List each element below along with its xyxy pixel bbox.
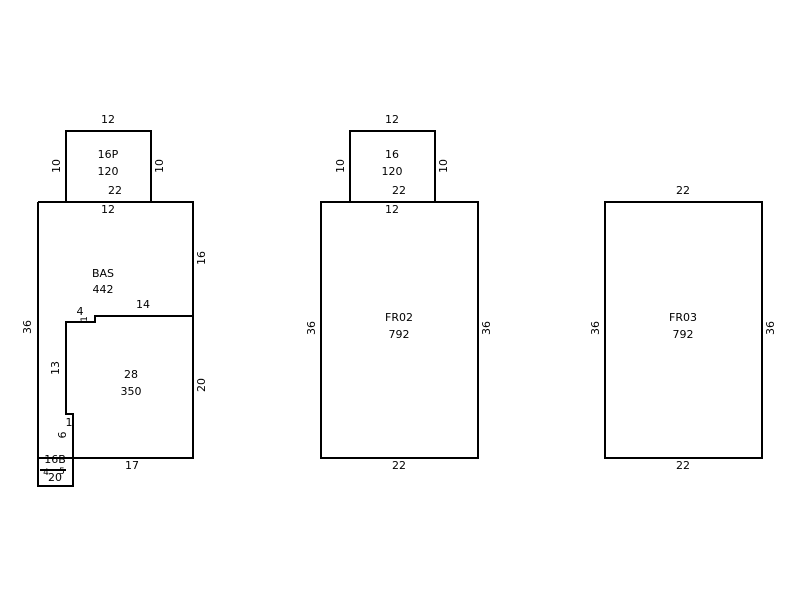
sub-area-28-outline [65, 315, 193, 458]
fr02-top-width-label: 12 [385, 203, 399, 216]
porch2-inner-label: 22 [392, 184, 406, 197]
sub-area-value: 350 [121, 385, 142, 398]
fr03-bottom-label: 22 [676, 459, 690, 472]
bas-outline [37, 201, 194, 459]
fr02-left-label: 36 [305, 321, 318, 335]
step-height-label: 1 [80, 316, 90, 322]
bas-code: BAS [92, 267, 114, 280]
fr03-top-label: 22 [676, 184, 690, 197]
fr03-right-label: 36 [764, 321, 777, 335]
porch-right-label: 10 [153, 159, 166, 173]
jog-height-label: 6 [56, 432, 69, 439]
fr03-left-label: 36 [589, 321, 602, 335]
bas-right-upper-label: 16 [195, 251, 208, 265]
porch2-top-width-label: 12 [385, 113, 399, 126]
fr02-right-label: 36 [480, 321, 493, 335]
fr02-bottom-label: 22 [392, 459, 406, 472]
porch-inner-label: 22 [108, 184, 122, 197]
bas-bottom-label: 17 [125, 459, 139, 472]
small-16b-dim-b: 5 [59, 467, 65, 477]
small-16b-area: 20 [48, 471, 62, 484]
small-16b-code: 16B [44, 453, 66, 466]
fr02-outline [320, 201, 479, 459]
jog-width-label: 1 [66, 416, 73, 429]
fr02-code: FR02 [385, 311, 413, 324]
fr03-area: 792 [673, 328, 694, 341]
fr02-area: 792 [389, 328, 410, 341]
porch-left-label: 10 [50, 159, 63, 173]
sketch-2: 12 16 120 22 12 10 10 FR02 792 36 36 22 [305, 113, 493, 472]
porch-16p-area: 120 [98, 165, 119, 178]
sub-left-label: 13 [49, 361, 62, 375]
sketch-1: 12 16P 120 22 12 10 10 BAS 442 36 16 20 … [21, 113, 208, 487]
fr03-code: FR03 [669, 311, 697, 324]
porch2-right-label: 10 [437, 159, 450, 173]
porch2-code: 16 [385, 148, 399, 161]
bas-top-width-label: 12 [101, 203, 115, 216]
bas-left-label: 36 [21, 320, 34, 334]
notch-top-label: 14 [136, 298, 150, 311]
fr03-outline [604, 201, 763, 459]
bas-right-lower-label: 20 [195, 378, 208, 392]
porch-top-width-label: 12 [101, 113, 115, 126]
step-width-label: 4 [77, 305, 84, 318]
small-16b-outline [37, 458, 74, 487]
sub-area-code: 28 [124, 368, 138, 381]
porch2-left-label: 10 [334, 159, 347, 173]
porch-16p-code: 16P [98, 148, 119, 161]
bas-area: 442 [93, 283, 114, 296]
sketch-3: 22 FR03 792 36 36 22 [589, 184, 777, 472]
small-16b-dim-a: 4 [43, 468, 49, 478]
porch2-area: 120 [382, 165, 403, 178]
